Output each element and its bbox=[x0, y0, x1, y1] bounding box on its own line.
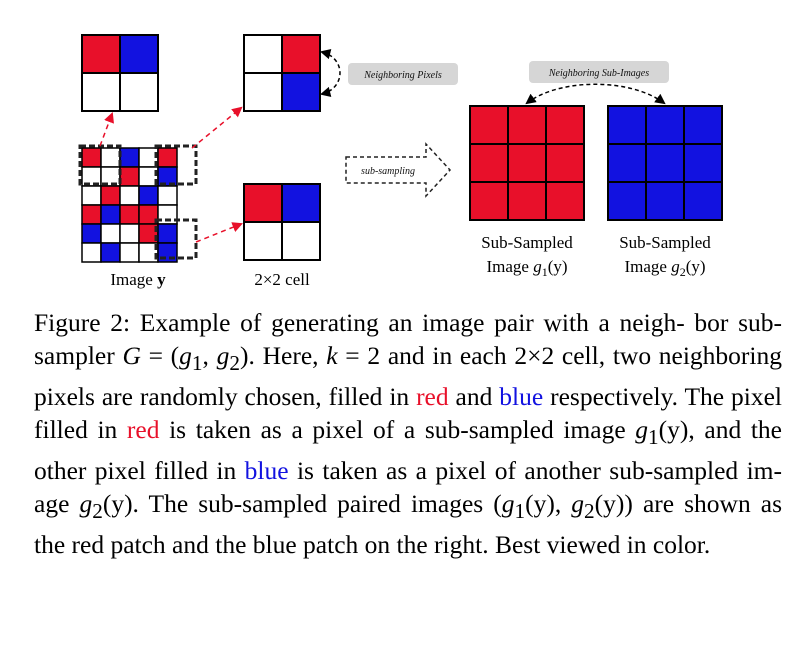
figure-caption: Figure 2: Example of generating an image… bbox=[34, 308, 783, 560]
svg-text:sub-sampling: sub-sampling bbox=[361, 166, 415, 177]
subsampled-patch-blue bbox=[607, 105, 723, 221]
grid-pixel bbox=[81, 242, 102, 263]
image-grid bbox=[81, 147, 178, 263]
subimage2-label-line2: Image g2(y) bbox=[624, 257, 705, 279]
subsampled-patch-red bbox=[469, 105, 585, 221]
neighbor-pixel-arrow bbox=[319, 48, 341, 98]
svg-text:Neighboring Pixels: Neighboring Pixels bbox=[363, 70, 442, 81]
cell-top-middle bbox=[243, 34, 321, 112]
grid-pixel bbox=[81, 147, 102, 168]
subimage2-label-line1: Sub-Sampled bbox=[619, 233, 711, 252]
grid-pixel bbox=[157, 185, 178, 206]
red-arrows bbox=[99, 106, 243, 243]
subsampling-arrow: sub-sampling bbox=[345, 142, 452, 198]
blue-word: blue bbox=[499, 382, 544, 412]
grid-pixel bbox=[81, 185, 102, 206]
grid-pixel bbox=[100, 147, 121, 168]
svg-text:Neighboring Sub-Images: Neighboring Sub-Images bbox=[548, 68, 649, 79]
grid-pixel bbox=[157, 223, 178, 244]
cell-label: 2×2 cell bbox=[254, 270, 310, 289]
grid-pixel bbox=[157, 147, 178, 168]
neighbor-subimage-arrow bbox=[525, 83, 666, 105]
grid-pixel bbox=[119, 185, 140, 206]
grid-pixel bbox=[119, 223, 140, 244]
grid-pixel bbox=[138, 185, 159, 206]
grid-pixel bbox=[119, 147, 140, 168]
grid-pixel bbox=[119, 242, 140, 263]
grid-pixel bbox=[81, 223, 102, 244]
grid-pixel bbox=[100, 242, 121, 263]
grid-pixel bbox=[100, 223, 121, 244]
grid-pixel bbox=[100, 204, 121, 225]
blue-word: blue bbox=[244, 456, 289, 486]
cell-top-left bbox=[81, 34, 159, 112]
red-word: red bbox=[126, 415, 160, 445]
neighboring-pixels-tag: Neighboring Pixels bbox=[348, 63, 458, 85]
image-label: Image y bbox=[110, 270, 166, 289]
grid-pixel bbox=[100, 185, 121, 206]
figure-diagram: Neighboring Pixels Neighboring Sub-Image… bbox=[78, 34, 723, 289]
subimage1-label-line2: Image g1(y) bbox=[486, 257, 567, 279]
grid-pixel bbox=[119, 204, 140, 225]
neighboring-subimages-tag: Neighboring Sub-Images bbox=[529, 61, 669, 83]
cell-bottom-middle bbox=[243, 183, 321, 261]
grid-pixel bbox=[119, 166, 140, 187]
grid-pixel bbox=[81, 204, 102, 225]
subimage1-label-line1: Sub-Sampled bbox=[481, 233, 573, 252]
red-word: red bbox=[416, 382, 449, 412]
